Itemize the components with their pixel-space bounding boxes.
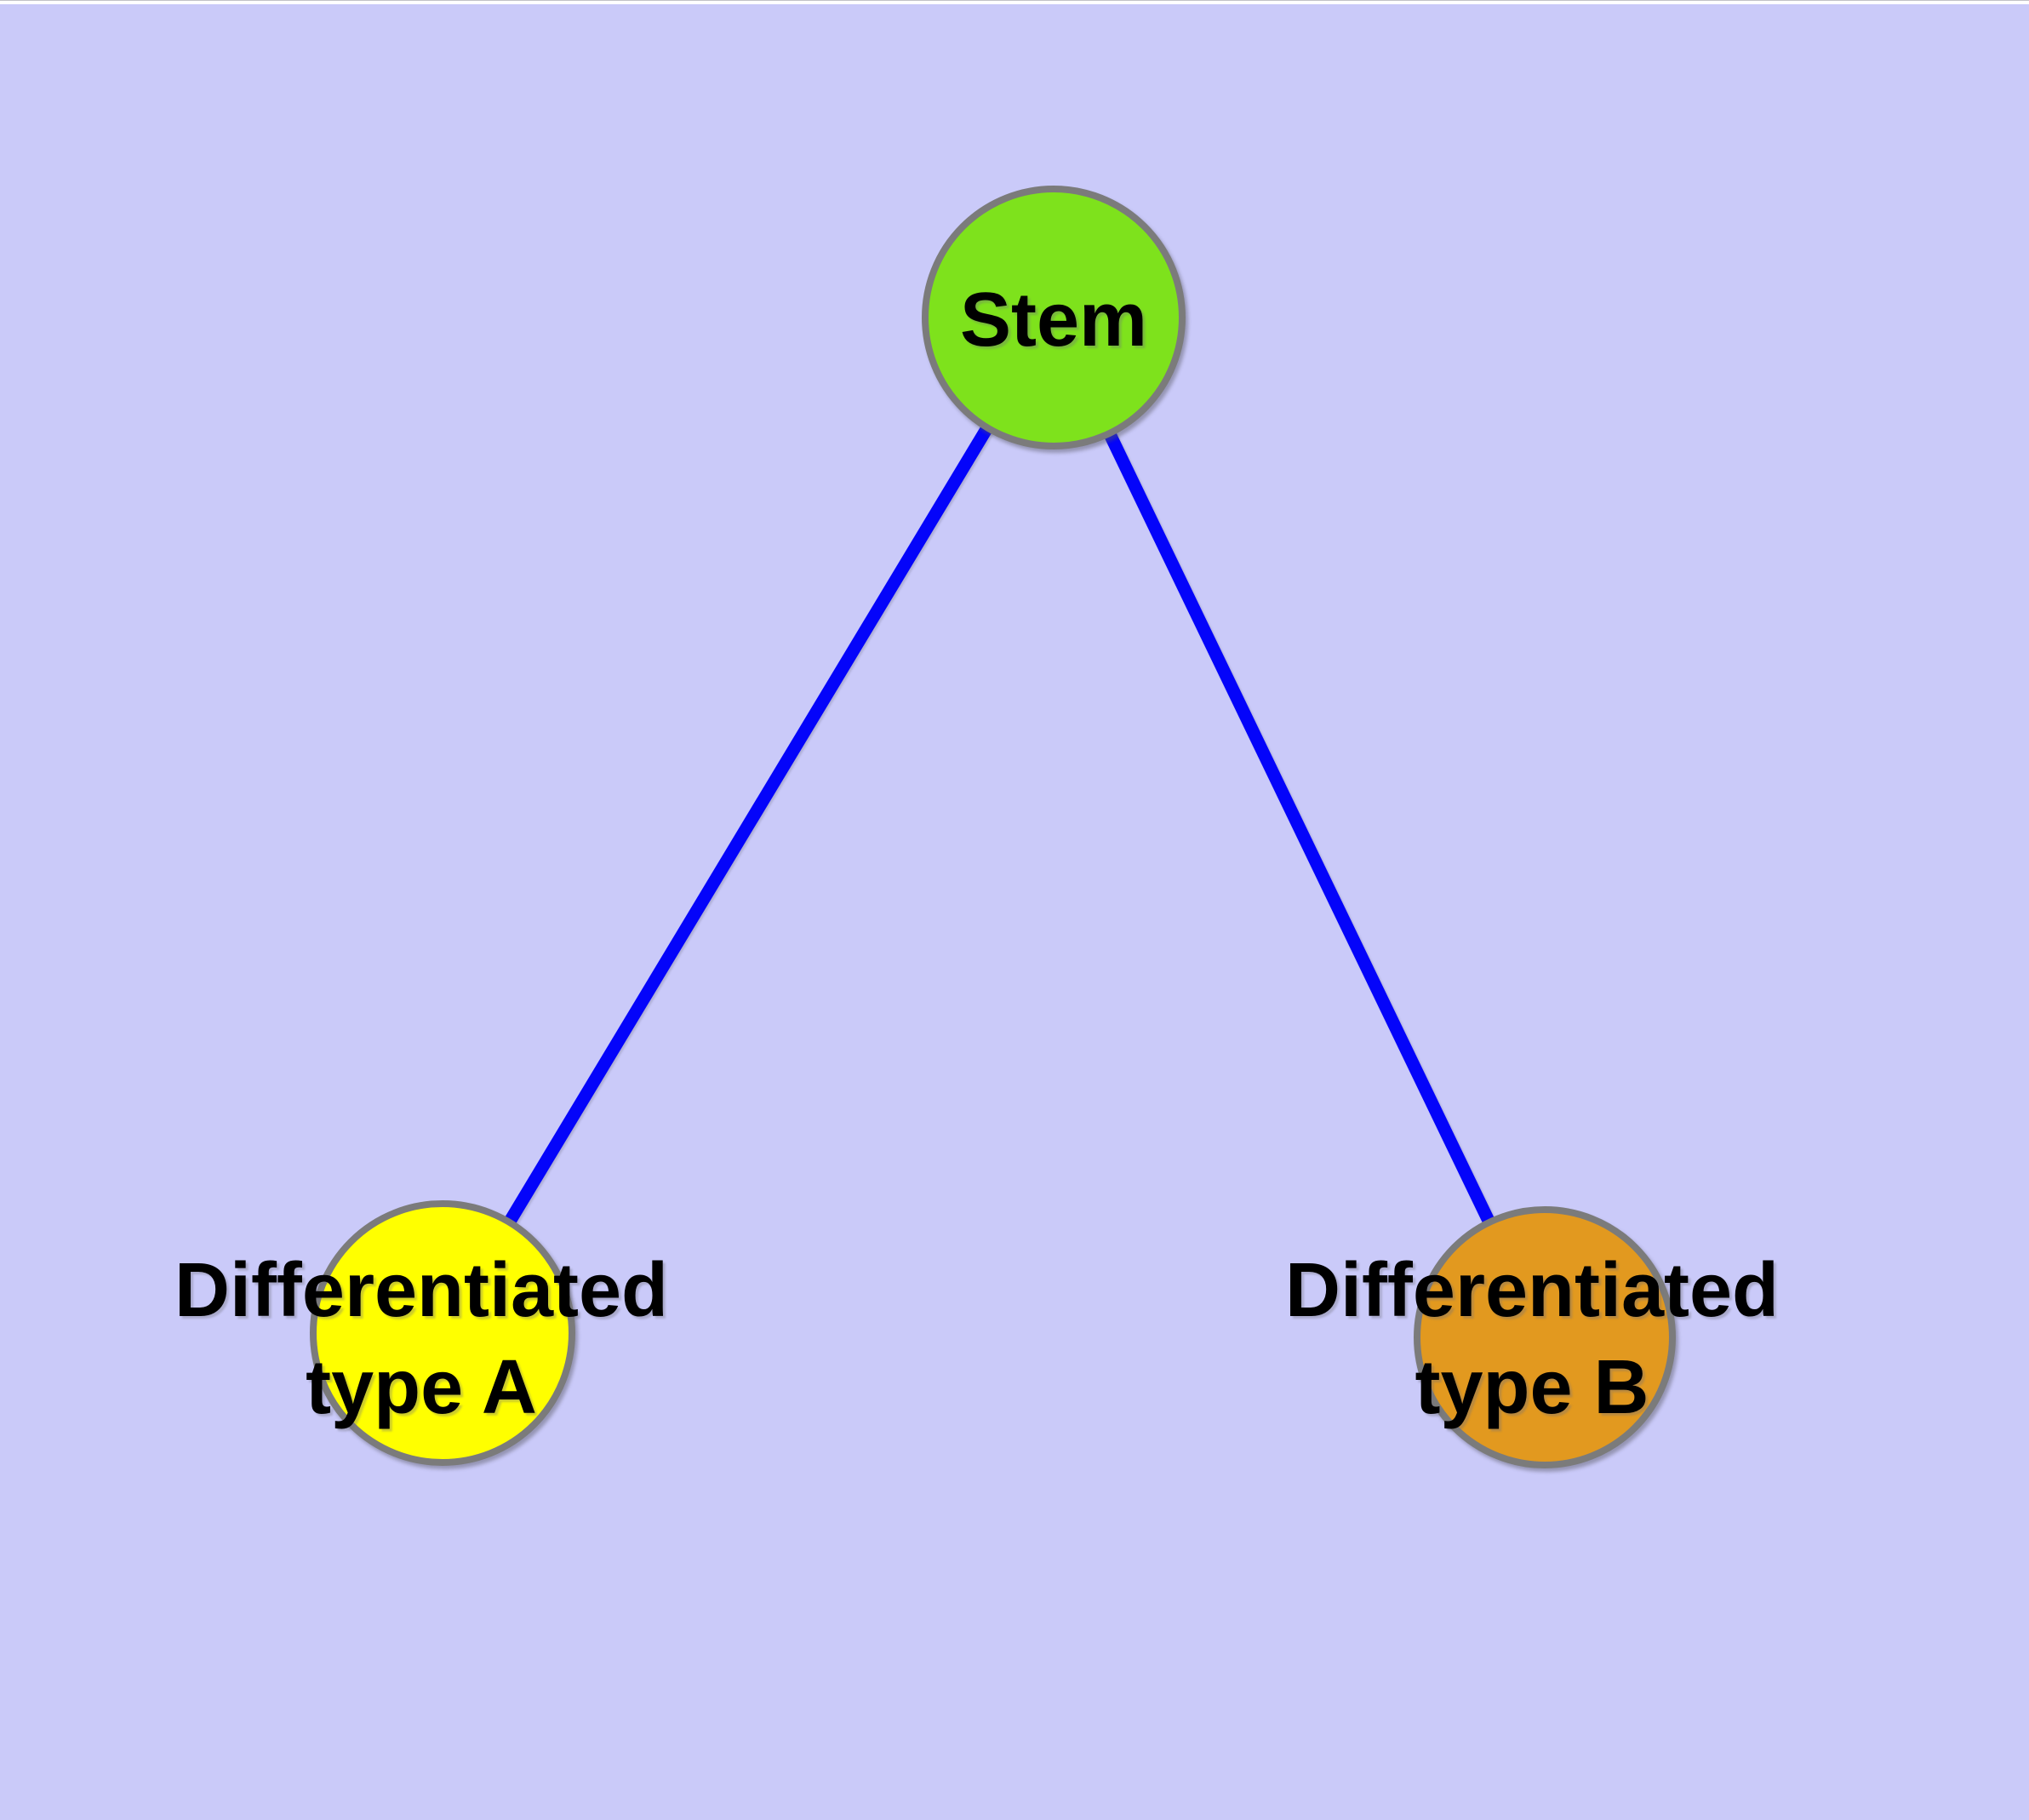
edge-group <box>437 314 1551 1341</box>
stem-node-label: Stem <box>960 278 1147 363</box>
top-edge-hairline <box>0 0 2029 1</box>
stem-node[interactable] <box>922 186 1186 449</box>
type-a-node-label-line2: type A <box>306 1345 537 1430</box>
type-a-node-label-line1: Differentiated <box>174 1248 668 1333</box>
type-b-node[interactable] <box>1414 1206 1676 1468</box>
type-b-node-label-line1: Differentiated <box>1285 1248 1779 1333</box>
type-b-node-label-line2: type B <box>1415 1345 1649 1430</box>
edge-stem-to-type-a <box>437 314 1060 1336</box>
edge-stem-to-type-b <box>1048 314 1551 1341</box>
node-group <box>310 186 1676 1468</box>
label-group: Stem Differentiated type A Differentiate… <box>174 278 1779 1430</box>
type-a-node[interactable] <box>310 1200 575 1466</box>
